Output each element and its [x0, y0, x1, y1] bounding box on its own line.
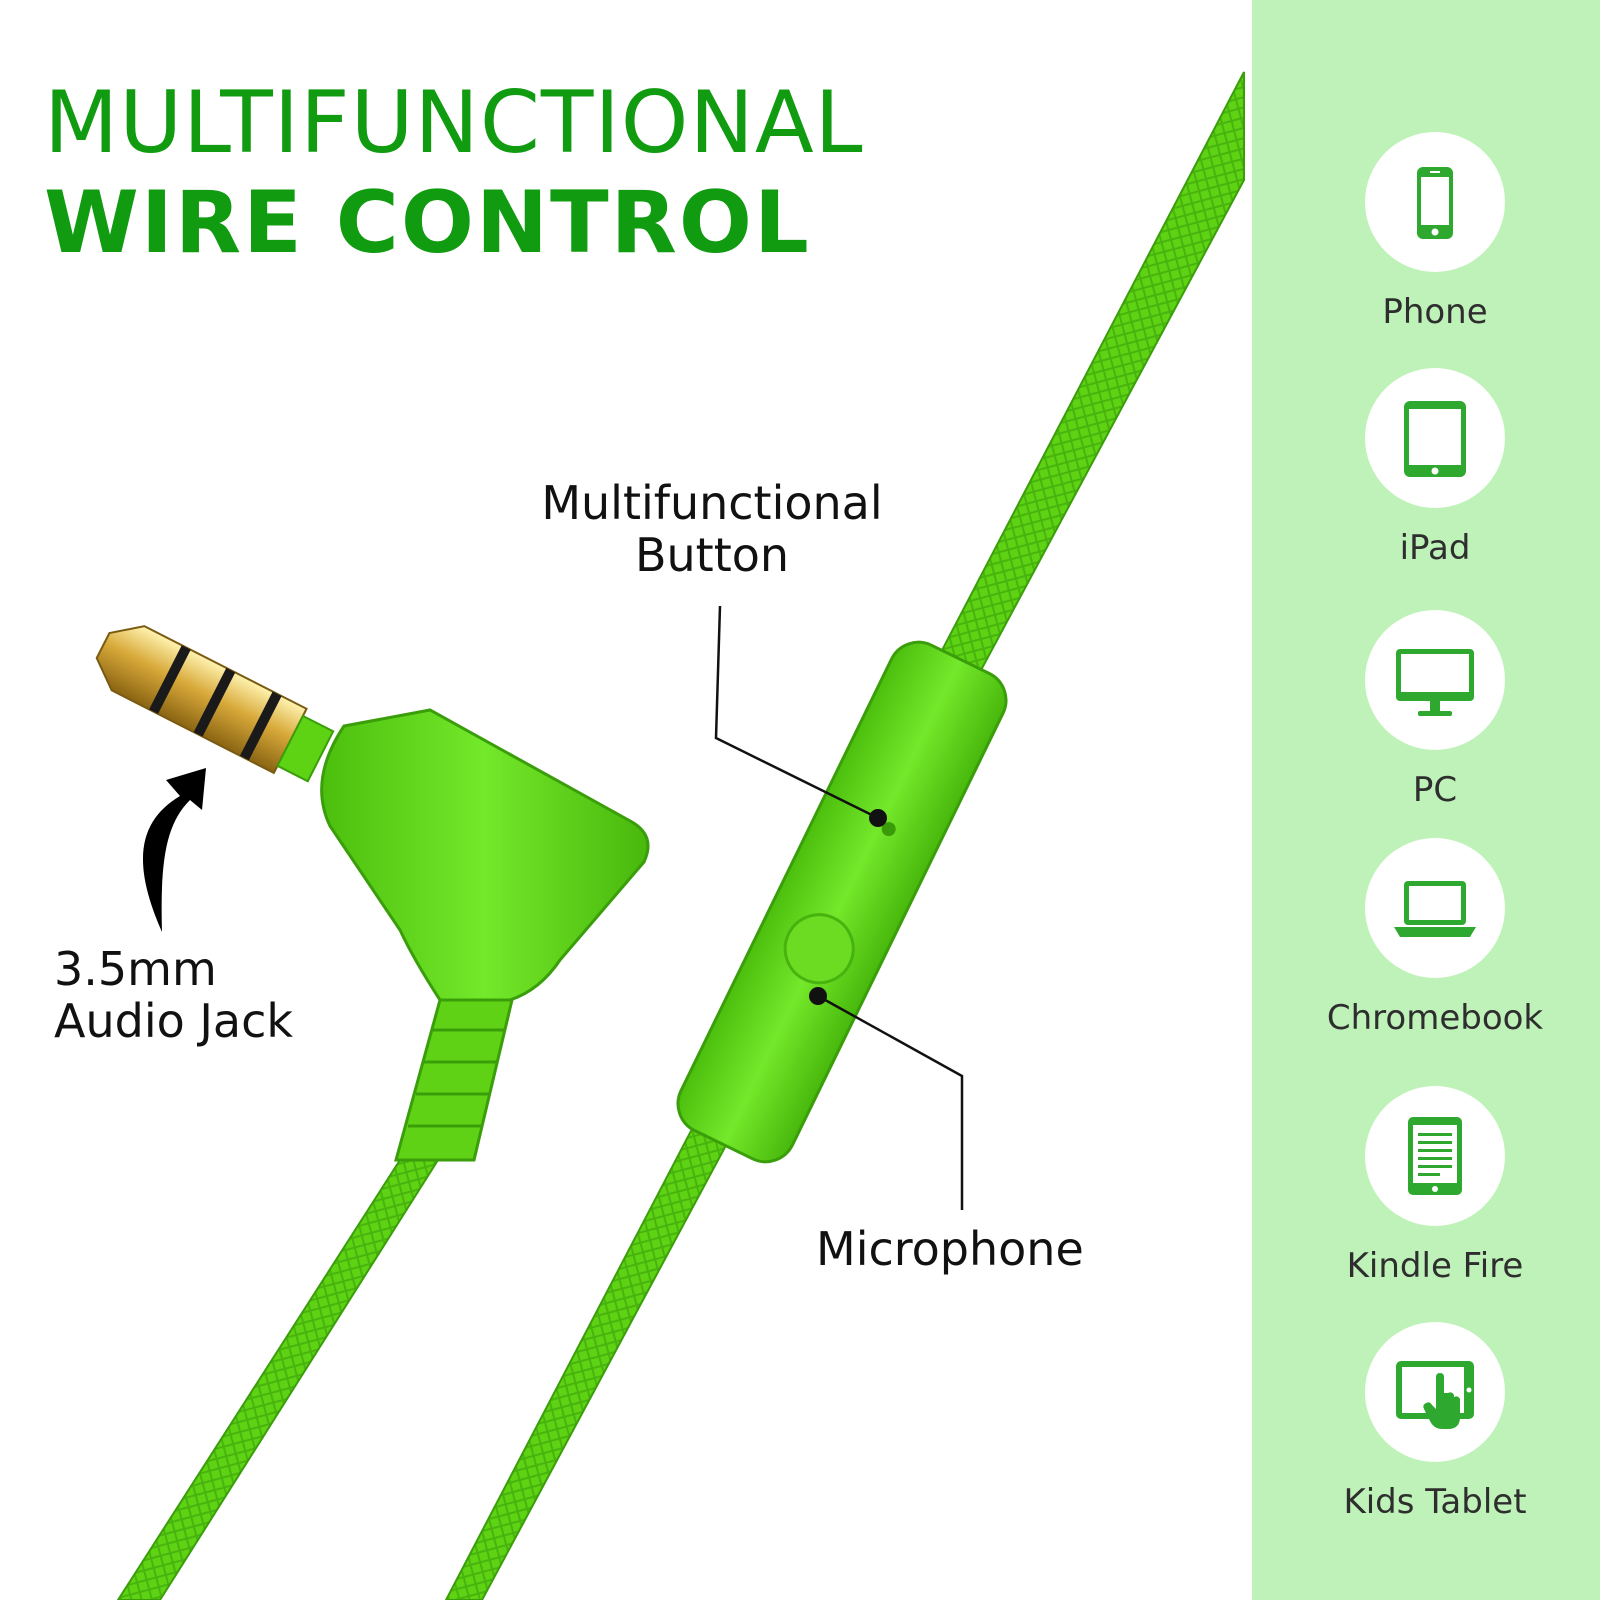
jack-arrow: [142, 768, 206, 932]
device-kindle-fire: Kindle Fire: [1300, 1086, 1570, 1286]
laptop-icon: [1394, 881, 1476, 937]
inline-remote: [676, 640, 1008, 1164]
cable-illustration: [95, 71, 1245, 1600]
device-pc: PC: [1300, 610, 1570, 810]
strain-relief: [394, 998, 514, 1162]
device-kids-tablet: Kids Tablet: [1300, 1322, 1570, 1522]
touch-tablet-icon: [1396, 1361, 1474, 1429]
device-label-phone: Phone: [1382, 292, 1488, 332]
mic-leader-dot: [809, 987, 827, 1005]
headline-line-1: MULTIFUNCTIONAL: [44, 73, 864, 173]
callout-jack-line-1: 3.5mm: [54, 942, 217, 996]
device-ipad: iPad: [1300, 368, 1570, 568]
button-leader-dot: [869, 809, 887, 827]
callout-microphone: Microphone: [816, 1222, 1084, 1276]
device-chromebook: Chromebook: [1300, 838, 1570, 1038]
jack-housing: [320, 708, 650, 1002]
callout-audio-jack: 3.5mm Audio Jack: [54, 942, 294, 1048]
callout-button-line-1: Multifunctional: [541, 476, 883, 530]
headline-line-2: WIRE CONTROL: [44, 173, 811, 273]
device-phone: Phone: [1300, 132, 1570, 332]
monitor-icon: [1396, 649, 1474, 716]
audio-plug: [95, 625, 335, 783]
mic-leader-line: [817, 994, 964, 1210]
device-label-kids-tablet: Kids Tablet: [1343, 1482, 1527, 1522]
callout-button-line-2: Button: [634, 527, 790, 582]
phone-icon: [1417, 167, 1453, 239]
tablet-icon: [1404, 401, 1466, 477]
device-label-kindle-fire: Kindle Fire: [1346, 1246, 1524, 1286]
jack-cable: [116, 1159, 440, 1600]
device-label-chromebook: Chromebook: [1326, 998, 1544, 1038]
ereader-icon: [1408, 1117, 1462, 1195]
device-label-ipad: iPad: [1399, 528, 1471, 568]
device-label-pc: PC: [1412, 770, 1458, 810]
callout-jack-line-2: Audio Jack: [54, 993, 294, 1048]
callout-multifunctional-button: Multifunctional Button: [512, 476, 912, 582]
button-leader-line: [714, 605, 879, 820]
